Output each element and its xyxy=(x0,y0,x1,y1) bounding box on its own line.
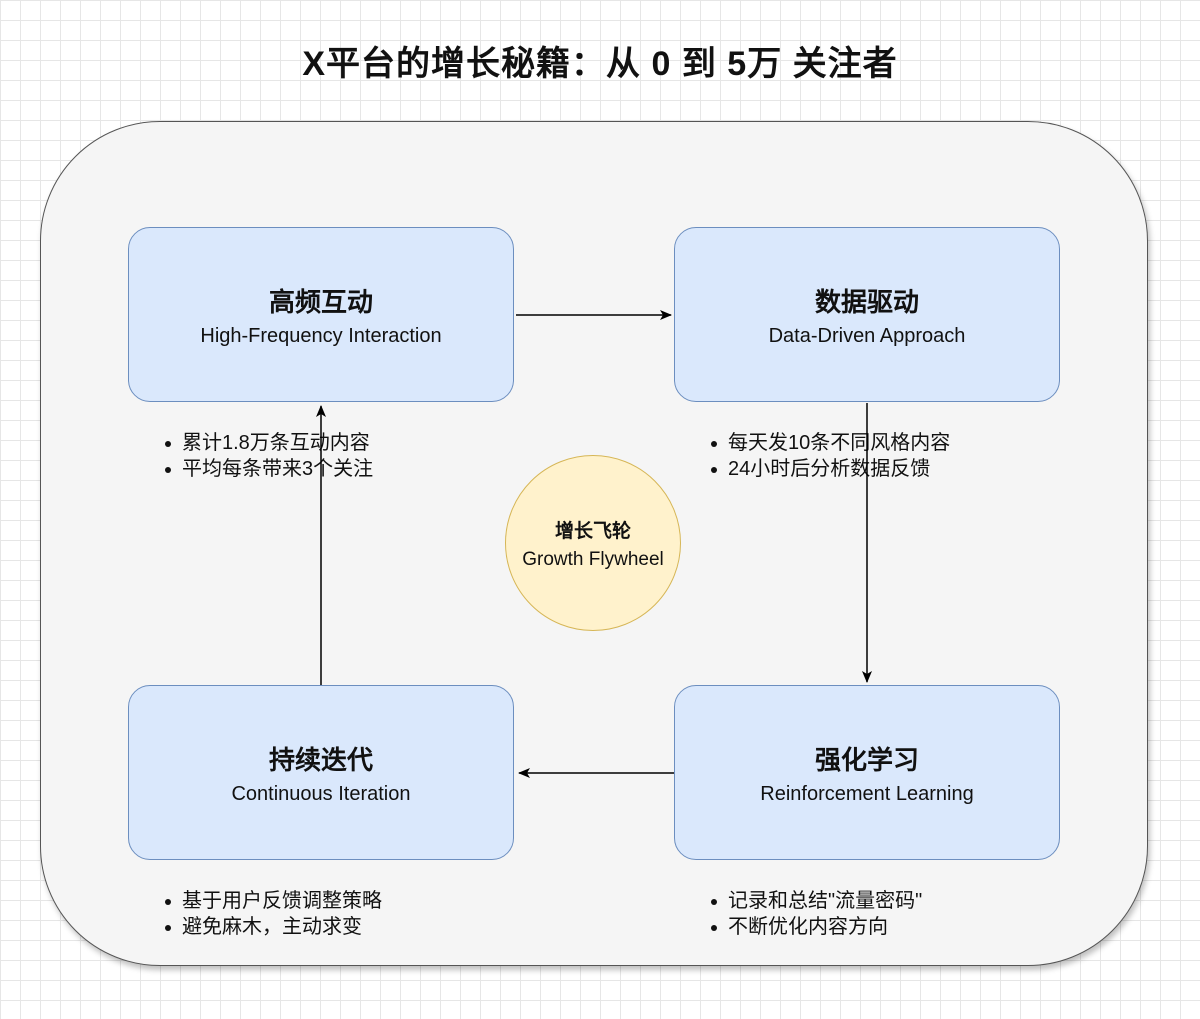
node-title-en: Reinforcement Learning xyxy=(760,782,974,805)
bullet-item: 基于用户反馈调整策略 xyxy=(162,888,382,914)
bullet-list-interaction: 累计1.8万条互动内容 平均每条带来3个关注 xyxy=(162,430,373,482)
bullet-item: 避免麻木，主动求变 xyxy=(162,914,382,940)
bullet-item: 每天发10条不同风格内容 xyxy=(708,430,950,456)
node-title-zh: 强化学习 xyxy=(814,744,919,775)
bullet-list-iteration: 基于用户反馈调整策略 避免麻木，主动求变 xyxy=(162,888,382,940)
diagram-title: X平台的增长秘籍：从 0 到 5万 关注者 xyxy=(302,45,898,83)
node-title-en: High-Frequency Interaction xyxy=(200,324,442,347)
node-title-en: Data-Driven Approach xyxy=(768,324,966,347)
bullet-item: 记录和总结"流量密码" xyxy=(708,888,922,914)
bullet-item: 24小时后分析数据反馈 xyxy=(708,456,950,482)
node-reinforcement-learning: 强化学习 Reinforcement Learning xyxy=(674,685,1060,860)
bullet-item: 不断优化内容方向 xyxy=(708,914,922,940)
growth-flywheel-circle: 增长飞轮 Growth Flywheel xyxy=(505,455,681,631)
bullet-list-data-driven: 每天发10条不同风格内容 24小时后分析数据反馈 xyxy=(708,430,950,482)
center-title-en: Growth Flywheel xyxy=(522,548,664,570)
center-title-zh: 增长飞轮 xyxy=(554,520,631,542)
bullet-item: 平均每条带来3个关注 xyxy=(162,456,373,482)
bullet-list-reinforcement: 记录和总结"流量密码" 不断优化内容方向 xyxy=(708,888,922,940)
bullet-item: 累计1.8万条互动内容 xyxy=(162,430,373,456)
node-data-driven-approach: 数据驱动 Data-Driven Approach xyxy=(674,227,1060,402)
node-title-zh: 高频互动 xyxy=(268,286,373,317)
node-title-zh: 持续迭代 xyxy=(268,744,373,775)
node-title-en: Continuous Iteration xyxy=(231,782,411,805)
node-title-zh: 数据驱动 xyxy=(814,286,919,317)
node-high-frequency-interaction: 高频互动 High-Frequency Interaction xyxy=(128,227,514,402)
node-continuous-iteration: 持续迭代 Continuous Iteration xyxy=(128,685,514,860)
